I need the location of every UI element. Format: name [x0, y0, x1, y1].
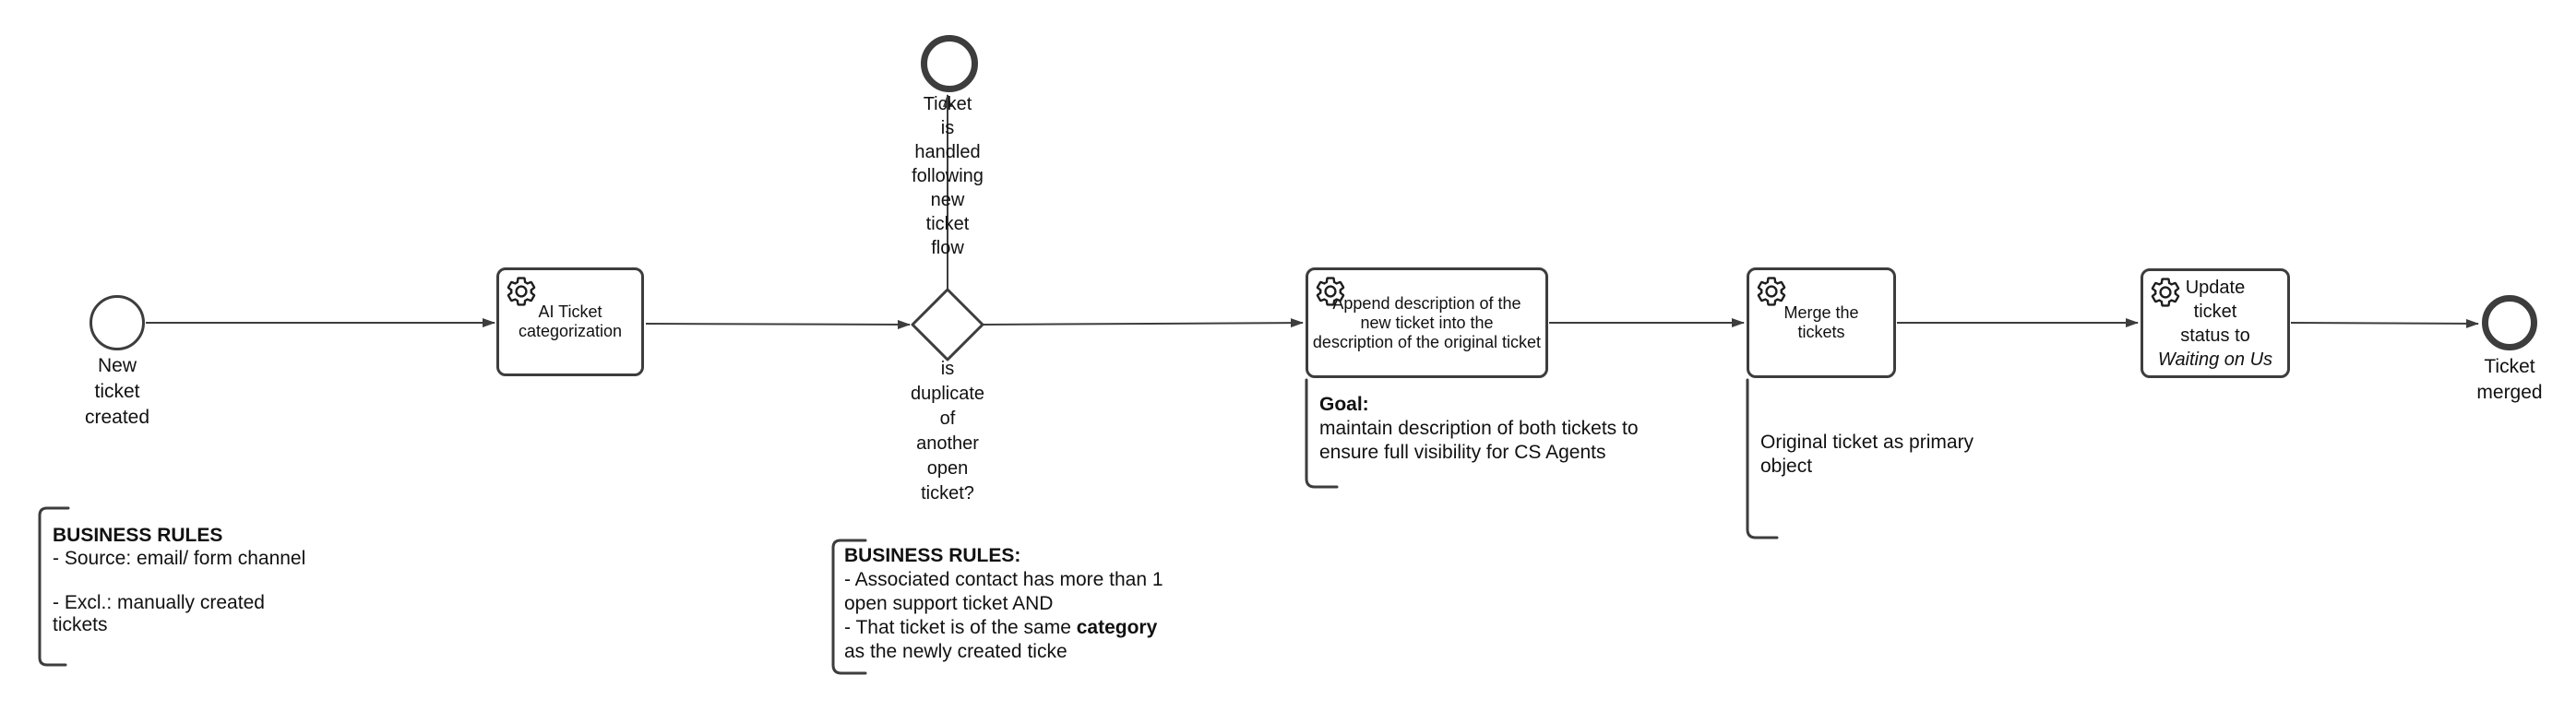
- task-label: Append description of the new ticket int…: [1312, 293, 1542, 351]
- goal-annotation: Goal: maintain description of both ticke…: [1319, 393, 1688, 465]
- service-task-gear-icon: [1316, 277, 1345, 306]
- task-append-description: Append description of the new ticket int…: [1306, 267, 1548, 378]
- primary-object-annotation-bracket: [1746, 378, 1779, 539]
- business-rules-source-heading: BUSINESS RULES: [53, 525, 223, 546]
- business-rules-source-annotation: BUSINESS RULES - Source: email/ form cha…: [53, 524, 357, 636]
- flow-categorization-to-gateway: [645, 319, 911, 329]
- task-update-ticket-status: Update ticket status to Waiting on Us: [2141, 268, 2290, 378]
- business-rules-duplicate-bracket: [831, 539, 867, 675]
- end-event-merged-circle: [2482, 295, 2537, 350]
- business-rules-duplicate-line3: - That ticket is of the same category: [844, 616, 1204, 640]
- start-event-label: New ticket created: [84, 355, 150, 428]
- task-ai-ticket-categorization: AI Ticket categorization: [496, 267, 644, 376]
- service-task-gear-icon: [507, 277, 536, 306]
- business-rules-source-body: - Source: email/ form channel - Excl.: m…: [53, 548, 306, 635]
- new-ticket-flow-label: Ticket is handled following new ticket f…: [912, 94, 984, 258]
- end-event-merged-label: Ticket merged: [2476, 356, 2543, 403]
- task-label-plain: Update ticket status to: [2180, 277, 2250, 346]
- task-label: Update ticket status to Waiting on Us: [2158, 276, 2272, 372]
- goal-body: maintain description of both tickets to …: [1319, 418, 1639, 463]
- gateway-question-label: is duplicate of another open ticket?: [910, 359, 985, 504]
- goal-heading: Goal:: [1319, 394, 1369, 415]
- business-rules-duplicate-annotation: BUSINESS RULES: - Associated contact has…: [844, 544, 1204, 664]
- task-label: AI Ticket categorization: [518, 302, 623, 340]
- business-rules-duplicate-line4: as the newly created ticke: [844, 641, 1067, 662]
- end-event-new-ticket-flow-circle: [921, 35, 978, 92]
- start-event-circle: [89, 295, 145, 350]
- business-rules-duplicate-line2: open support ticket AND: [844, 593, 1054, 614]
- goal-annotation-bracket: [1305, 378, 1339, 489]
- service-task-gear-icon: [2151, 278, 2180, 307]
- line3-prefix: - That ticket is of the same: [844, 617, 1077, 638]
- task-label-italic: Waiting on Us: [2157, 349, 2273, 370]
- business-rules-source-bracket: [38, 506, 70, 667]
- line3-bold: category: [1076, 617, 1158, 638]
- business-rules-duplicate-heading: BUSINESS RULES:: [844, 545, 1021, 566]
- business-rules-duplicate-line1: - Associated contact has more than 1: [844, 569, 1163, 590]
- primary-object-annotation: Original ticket as primary object: [1760, 431, 2065, 479]
- task-label: Merge the tickets: [1783, 303, 1859, 341]
- flow-gateway-to-append: [983, 318, 1304, 328]
- gateway-duplicate-check: [911, 288, 984, 361]
- primary-object-body: Original ticket as primary object: [1760, 432, 1974, 477]
- flow-update-to-merged-end: [2290, 318, 2479, 328]
- task-merge-tickets: Merge the tickets: [1747, 267, 1896, 378]
- service-task-gear-icon: [1757, 277, 1786, 306]
